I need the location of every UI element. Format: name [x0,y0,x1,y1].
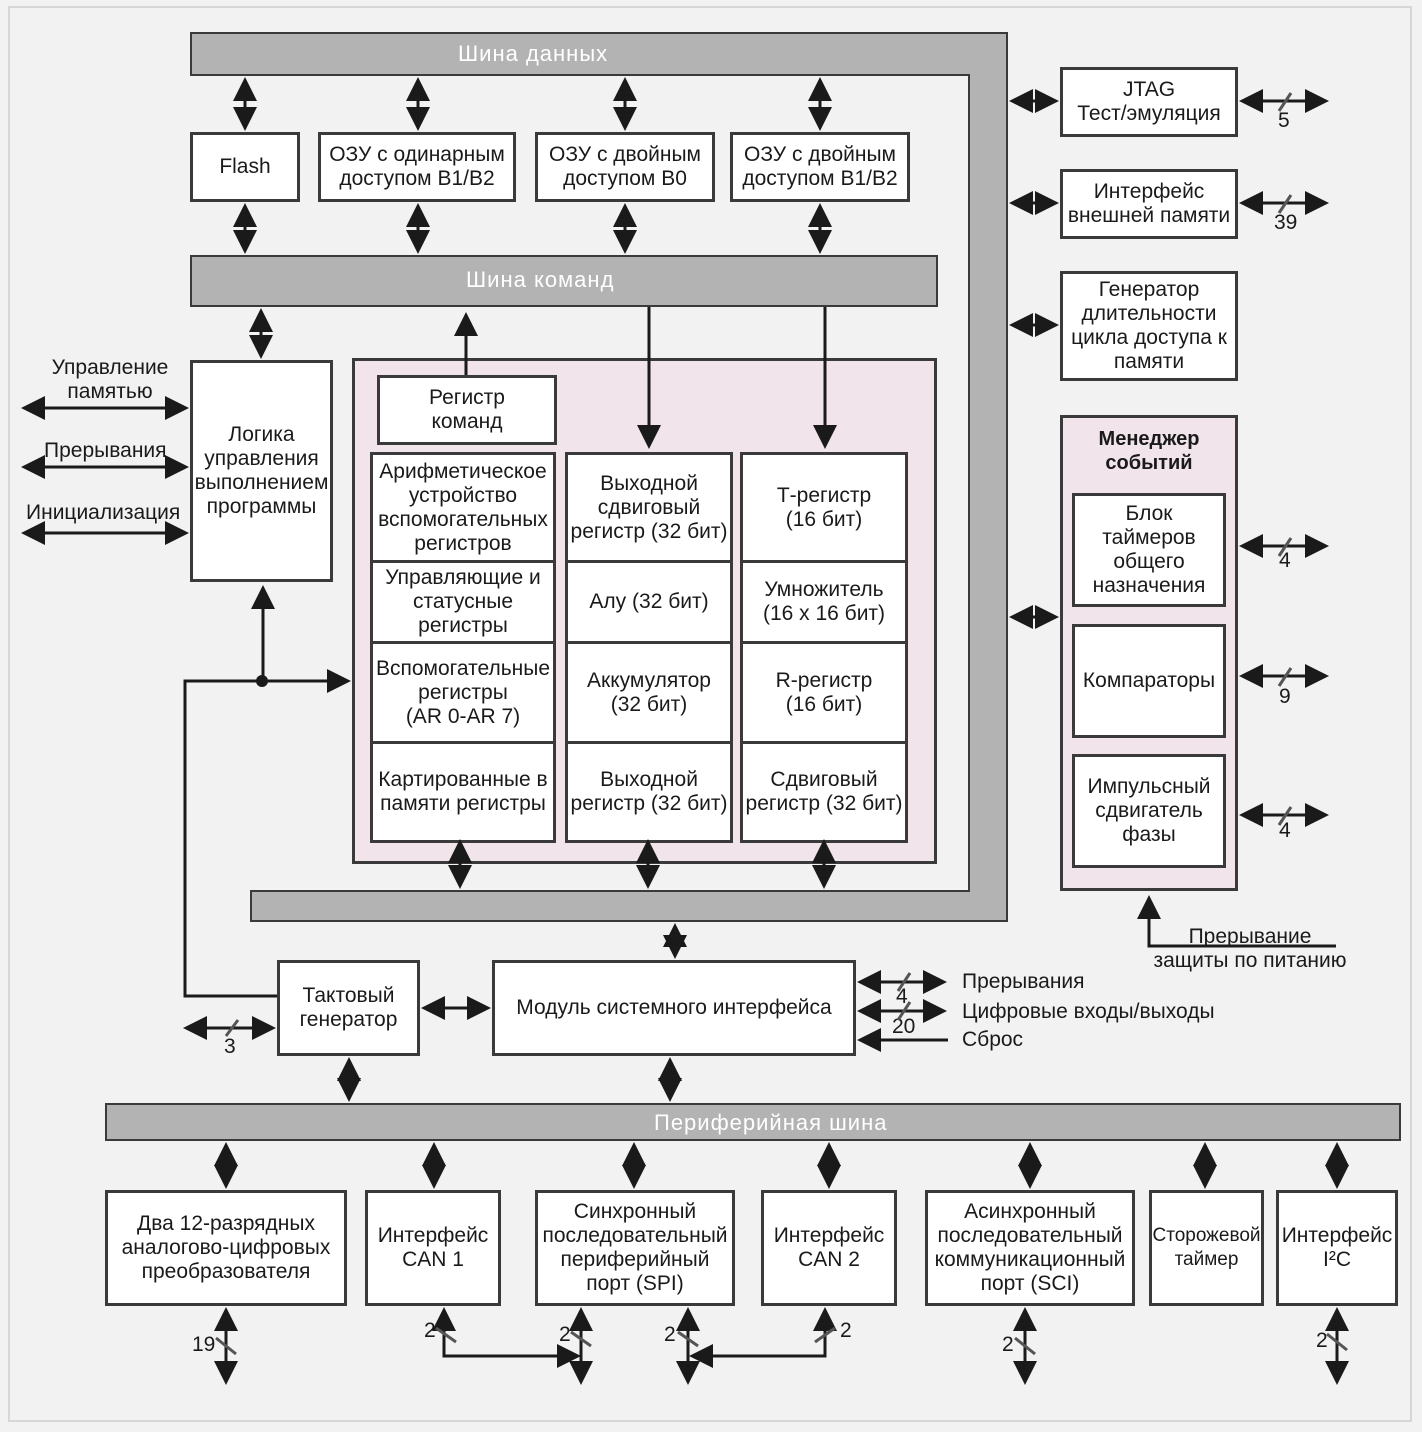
slash-spi-a [570,1330,592,1348]
data-bus-patch-2 [252,892,1004,920]
slash-sci [1014,1336,1036,1356]
slash-i2c [1326,1332,1348,1352]
sci-block: Асинхронный последовательный коммуникаци… [925,1190,1135,1306]
arau-block: Арифметическое устройство вспомогательны… [370,452,556,563]
adc-count: 19 [192,1333,216,1356]
can1-block: Интерфейс CAN 1 [365,1190,501,1306]
reset-label: Сброс [962,1028,1024,1051]
program-control-logic-block: Логика управления выполнением программы [190,360,333,582]
i2c-count: 2 [1316,1329,1328,1352]
data-bus-patch-3 [192,34,1004,74]
i2c-block: Интерфейс I²C [1276,1190,1398,1306]
slash-can1 [435,1326,457,1344]
slash-timers [1277,537,1293,557]
arrow-power-interrupt [1137,895,1336,948]
aux-registers-block: Вспомогательные регистры (AR 0-AR 7) [370,641,556,744]
slash-comparators [1277,667,1293,687]
slash-extmem [1277,194,1293,214]
peripheral-bus-label: Периферийная шина [654,1110,888,1135]
watchdog-block: Сторожевой таймер [1149,1190,1264,1306]
adc-block: Два 12-разрядных аналогово-цифровых прео… [105,1190,347,1306]
spi-count-b: 2 [664,1323,676,1346]
out-interrupts-count: 4 [896,985,908,1008]
saram-block: ОЗУ с одинарным доступом В1/В2 [318,132,516,202]
flash-block: Flash [190,132,300,202]
slash-jtag [1277,92,1293,112]
sci-count: 2 [1002,1333,1014,1356]
data-bus-label: Шина данных [458,41,609,66]
command-bus [190,255,938,307]
external-memory-interface-block: Интерфейс внешней памяти [1060,169,1238,239]
output-shift-register-block: Выходной сдвиговый регистр (32 бит) [565,452,733,563]
phase-shifter-count: 4 [1279,819,1291,842]
daram-b0-block: ОЗУ с двойным доступом В0 [535,132,715,202]
gp-timers-block: Блок таймеров общего назначения [1072,493,1226,607]
r-register-block: R-регистр (16 бит) [740,641,908,744]
phase-shifter-block: Импульсный сдвигатель фазы [1072,754,1226,868]
jtag-count: 5 [1278,109,1290,132]
accumulator-block: Аккумулятор (32 бит) [565,641,733,744]
slash-sysif-int [896,972,912,992]
clock-count: 3 [224,1035,236,1058]
slash-phase [1277,806,1293,826]
daram-b1b2-block: ОЗУ с двойным доступом В1/В2 [730,132,910,202]
comparators-block: Компараторы [1072,624,1226,738]
can1-count: 2 [424,1319,436,1342]
initialization-label: Инициализация [26,501,181,524]
slash-spi-b [677,1330,699,1348]
peripheral-bus [105,1103,1401,1141]
slash-clock [224,1019,240,1037]
command-bus-label: Шина команд [466,267,615,292]
digital-io-label: Цифровые входы/выходы [962,1000,1215,1023]
shift-register-block: Сдвиговый регистр (32 бит) [740,741,908,843]
can2-count: 2 [840,1319,852,1342]
wait-state-generator-block: Генератор длительности цикла доступа к п… [1060,271,1238,381]
line-clock-feed [183,669,351,998]
data-bus-patch [970,34,1006,920]
out-interrupts-label: Прерывания [962,970,1085,993]
power-interrupt-label: Прерывание защиты по питанию [1153,925,1347,972]
slash-can2 [814,1326,836,1344]
jtag-block: JTAG Тест/эмуляция [1060,67,1238,137]
instruction-register-block: Регистр команд [377,375,557,445]
diagram-frame [8,6,1412,1422]
spi-block: Синхронный последовательный периферийный… [535,1190,735,1306]
slash-sysif-io [896,1001,912,1021]
can2-block: Интерфейс CAN 2 [761,1190,897,1306]
slash-adc [215,1336,237,1356]
status-registers-block: Управляющие и статусные регистры [370,560,556,644]
event-manager-title: Менеджер событий [1098,428,1200,474]
t-register-block: Т-регистр (16 бит) [740,452,908,563]
line-can1-spi [432,1307,581,1368]
system-interface-module-block: Модуль системного интерфейса [492,960,856,1056]
clock-generator-block: Тактовый генератор [277,960,420,1056]
junction-dot [256,675,268,687]
timers-count: 4 [1279,549,1291,572]
memory-mapped-registers-block: Картированные в памяти регистры [370,741,556,843]
line-can2-spi [689,1307,837,1368]
comparators-count: 9 [1279,685,1291,708]
ext-mem-count: 39 [1274,211,1298,234]
output-register-block: Выходной регистр (32 бит) [565,741,733,843]
